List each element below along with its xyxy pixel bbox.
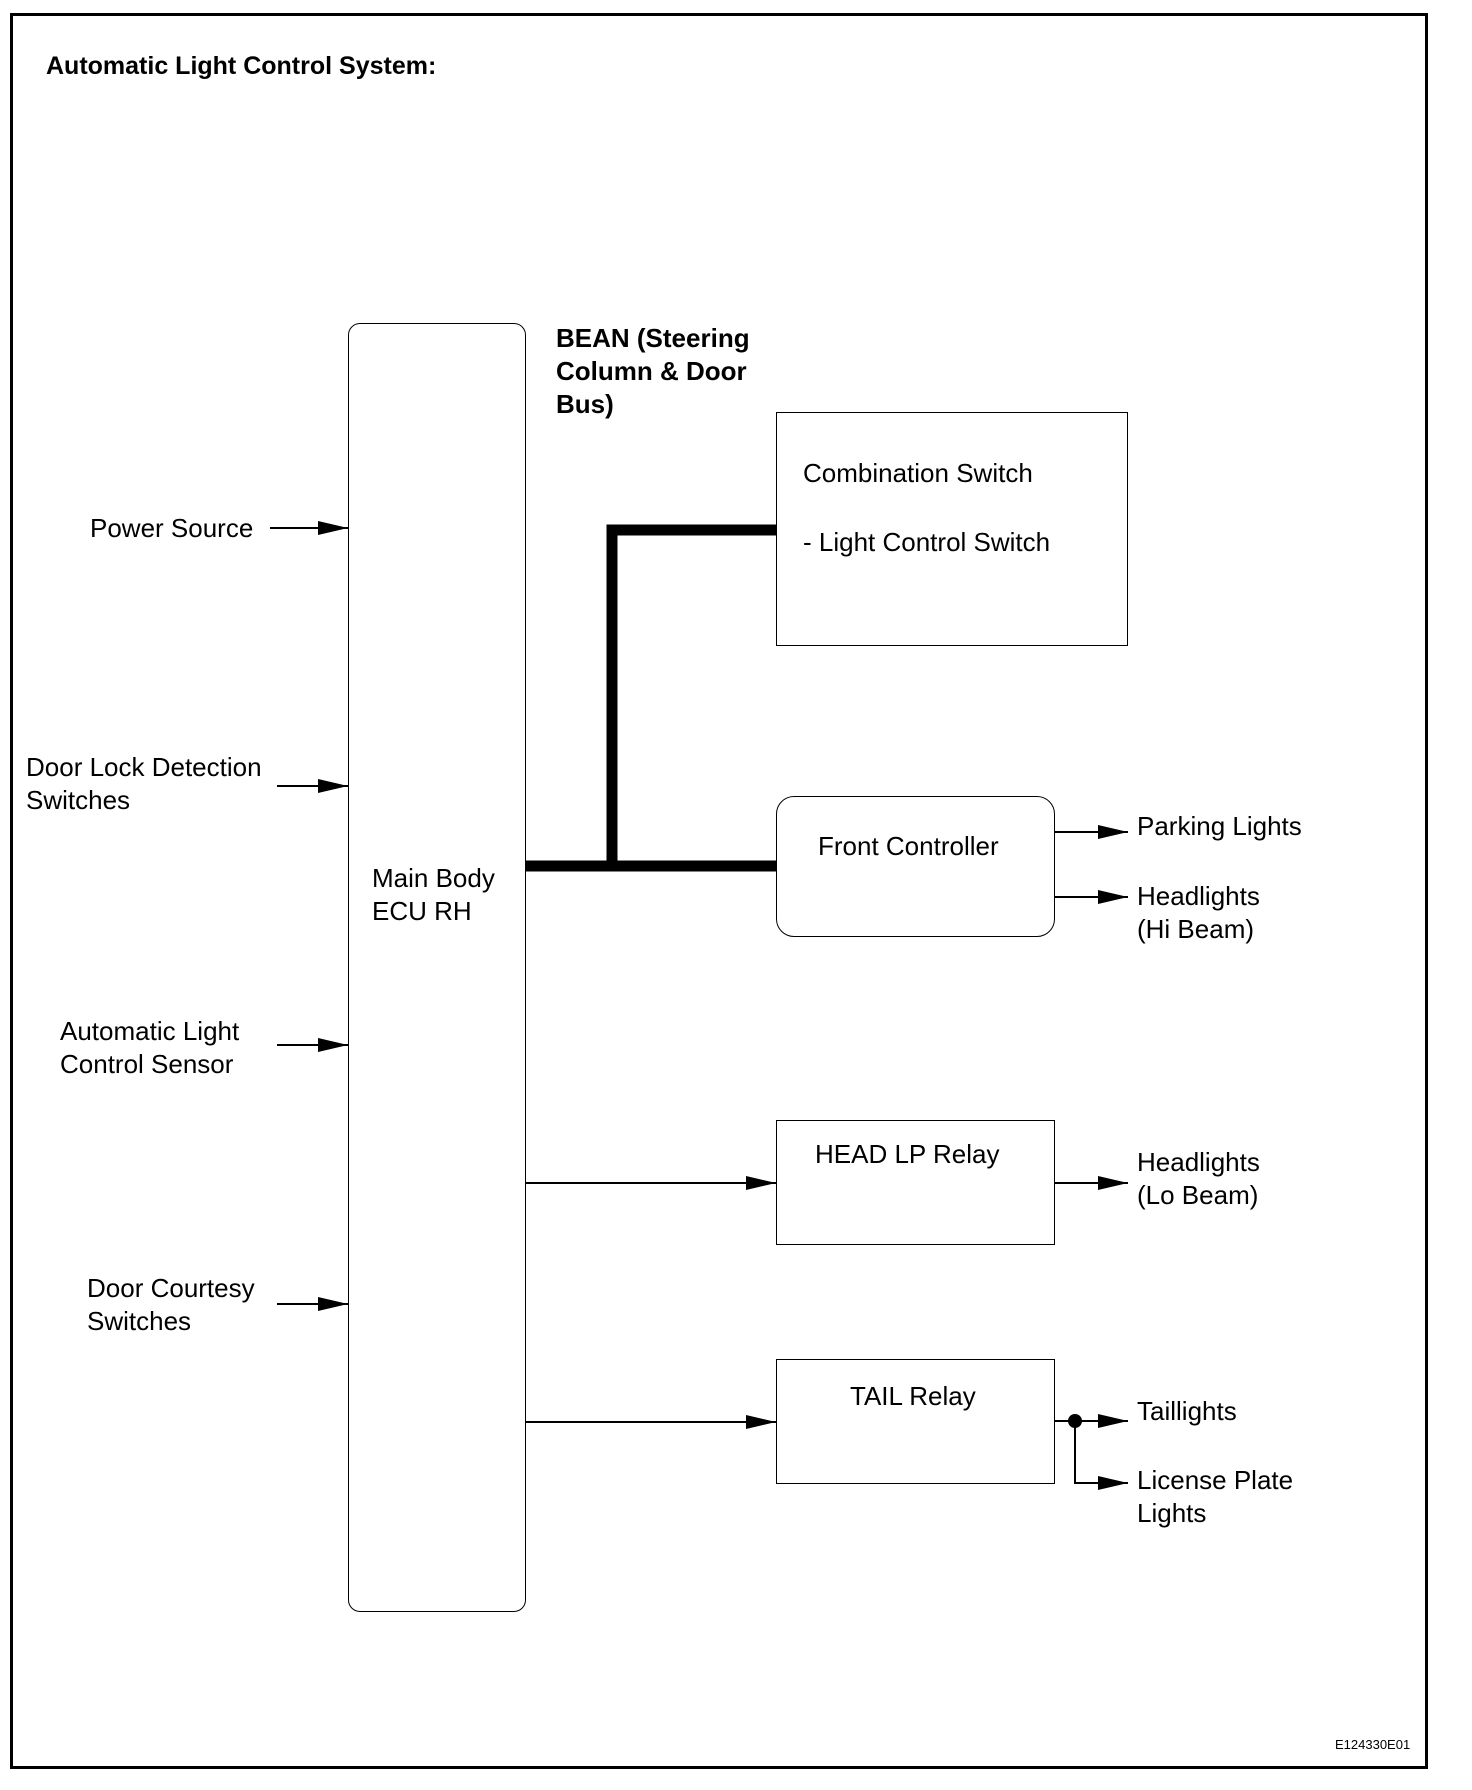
combination-switch-block [776,412,1128,646]
figure-code: E124330E01 [1335,1737,1411,1752]
bean-bus-branch [606,524,776,866]
output-hi-beam-line-1: Headlights [1137,881,1260,911]
ecu-label-line-1: Main Body [372,863,495,893]
diagram-frame [10,13,1428,1769]
license-arrow [1074,1421,1128,1490]
tail-relay-title: TAIL Relay [850,1381,976,1411]
head-lp-relay-title: HEAD LP Relay [815,1139,1000,1169]
output-taillights: Taillights [1137,1396,1237,1426]
input-sensor-line-2: Control Sensor [60,1049,234,1079]
input-courtesy-line-2: Switches [87,1306,192,1336]
input-power-source: Power Source [90,513,254,543]
light-control-switch-label: - Light Control Switch [803,527,1051,557]
output-hi-beam-line-2: (Hi Beam) [1137,914,1255,944]
input-sensor-line-1: Automatic Light [60,1016,240,1046]
front-controller-block [776,796,1055,937]
output-lo-beam-line-2: (Lo Beam) [1137,1180,1259,1210]
head-lp-relay-block [776,1120,1055,1245]
output-parking-lights: Parking Lights [1137,811,1302,841]
front-controller-title: Front Controller [818,831,999,861]
main-body-ecu-block [348,323,526,1612]
output-license-line-2: Lights [1137,1498,1207,1528]
tail-relay-block [776,1359,1055,1484]
output-license-line-1: License Plate [1137,1465,1294,1495]
diagram-title: Automatic Light Control System: [46,52,437,80]
input-courtesy-line-1: Door Courtesy [87,1273,255,1303]
junction-dot [1068,1414,1082,1428]
input-door-lock-line-2: Switches [26,785,131,815]
output-lo-beam-line-1: Headlights [1137,1147,1260,1177]
bean-label-line-1: BEAN (Steering [556,323,750,353]
bean-label-line-2: Column & Door [556,356,747,386]
bean-label-line-3: Bus) [556,389,614,419]
combination-switch-title: Combination Switch [803,458,1033,488]
ecu-label-line-2: ECU RH [372,896,472,926]
input-door-lock-line-1: Door Lock Detection [26,752,262,782]
